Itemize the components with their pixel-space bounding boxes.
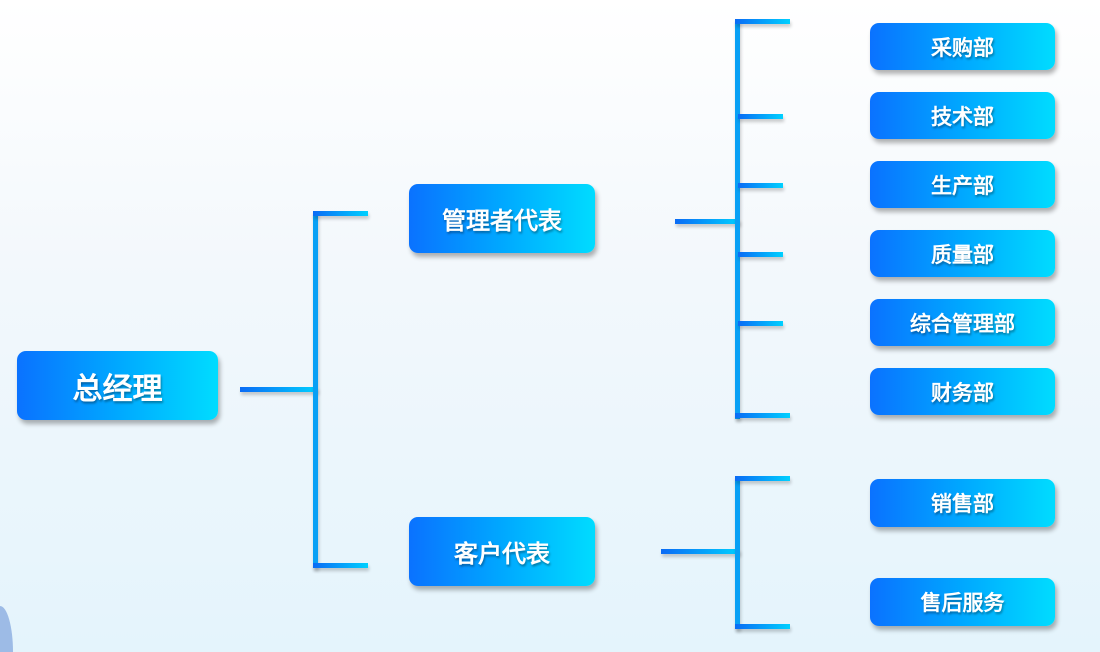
connector-line: [661, 549, 740, 554]
node-finance: 财务部: [870, 368, 1055, 415]
connector-line: [738, 321, 783, 326]
node-production: 生产部: [870, 161, 1055, 208]
node-purchasing: 采购部: [870, 23, 1055, 70]
connector-line: [313, 211, 368, 216]
node-management-rep: 管理者代表: [409, 184, 595, 253]
connector-line: [313, 563, 368, 568]
node-after-sales: 售后服务: [870, 578, 1055, 626]
decorative-circle: [0, 606, 13, 652]
node-customer-rep: 客户代表: [409, 517, 595, 586]
connector-line: [240, 387, 318, 392]
bracket-line: [313, 211, 318, 568]
node-general-manager: 总经理: [17, 351, 218, 420]
connector-line: [735, 19, 790, 24]
connector-line: [738, 183, 783, 188]
connector-line: [738, 114, 783, 119]
bracket-line: [735, 19, 740, 419]
connector-line: [675, 219, 740, 224]
node-sales: 销售部: [870, 479, 1055, 527]
node-technology: 技术部: [870, 92, 1055, 139]
bracket-line: [735, 476, 740, 629]
connector-line: [738, 252, 783, 257]
connector-line: [735, 413, 790, 418]
node-general-admin: 综合管理部: [870, 299, 1055, 346]
connector-line: [735, 624, 790, 629]
connector-line: [735, 476, 790, 481]
node-quality: 质量部: [870, 230, 1055, 277]
